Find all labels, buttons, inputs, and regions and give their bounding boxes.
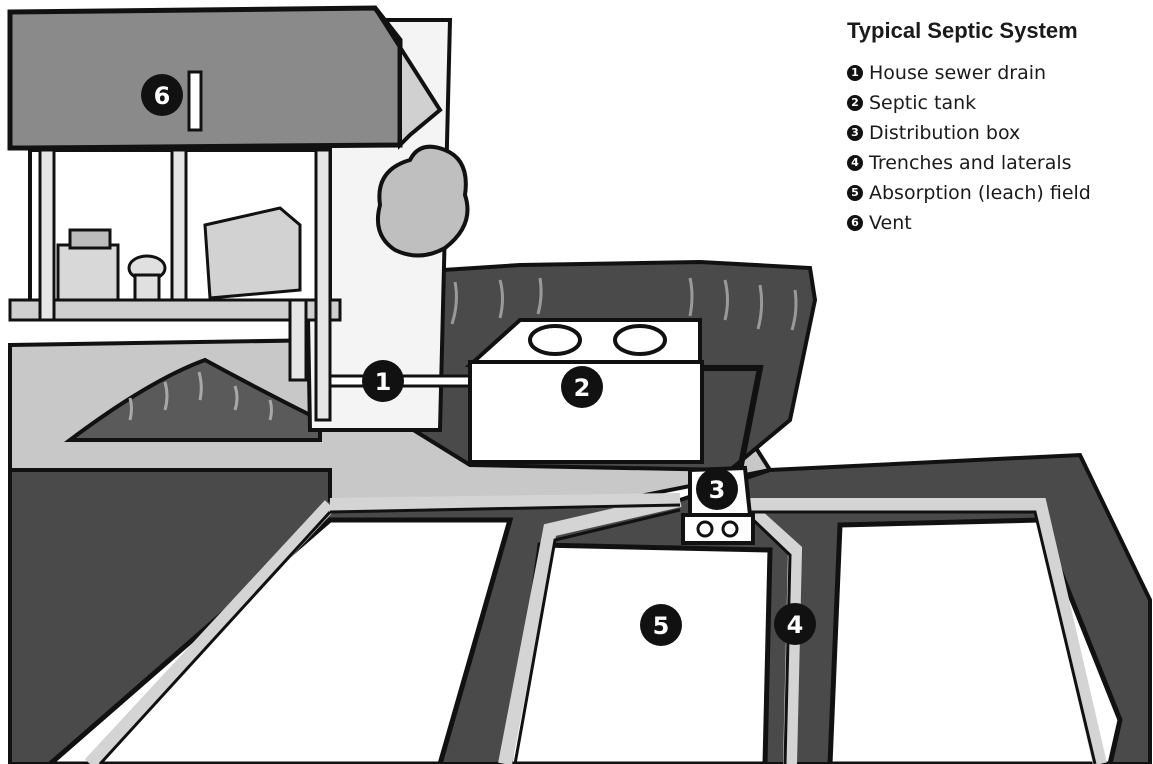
marker-5: 5 bbox=[640, 604, 682, 646]
legend-label-3: Distribution box bbox=[869, 122, 1021, 144]
marker-4: 4 bbox=[774, 603, 816, 645]
septic-tank bbox=[464, 318, 764, 471]
legend-num-3: 3 bbox=[847, 125, 863, 141]
dbox-port-left bbox=[696, 520, 714, 538]
washer-top bbox=[68, 228, 112, 250]
legend-num-1: 1 bbox=[847, 65, 863, 81]
house-roof bbox=[7, 5, 403, 151]
tank-outlet-pipe bbox=[702, 365, 764, 471]
legend: Typical Septic System 1 House sewer drai… bbox=[847, 18, 1091, 238]
toilet-base bbox=[133, 273, 161, 302]
legend-list: 1 House sewer drain 2 Septic tank 3 Dist… bbox=[847, 58, 1091, 238]
vent-pipe bbox=[187, 70, 203, 132]
tub bbox=[203, 206, 302, 300]
legend-title: Typical Septic System bbox=[847, 18, 1078, 43]
field-panel-right bbox=[827, 517, 1123, 764]
marker-3-label: 3 bbox=[709, 476, 726, 504]
roof-gable bbox=[373, 6, 443, 150]
legend-num-5: 5 bbox=[847, 185, 863, 201]
legend-label-5: Absorption (leach) field bbox=[869, 182, 1091, 204]
marker-1: 1 bbox=[362, 360, 404, 402]
dbox-front bbox=[681, 513, 755, 545]
washer bbox=[56, 243, 120, 302]
marker-3: 3 bbox=[696, 468, 738, 510]
legend-label-6: Vent bbox=[869, 212, 912, 234]
legend-item-trenches-laterals: 4 Trenches and laterals bbox=[847, 148, 1091, 178]
legend-item-absorption-field: 5 Absorption (leach) field bbox=[847, 178, 1091, 208]
marker-2: 2 bbox=[561, 366, 603, 408]
legend-label-2: Septic tank bbox=[869, 92, 977, 114]
house-post-right bbox=[314, 148, 332, 422]
lateral-pipes bbox=[98, 503, 1097, 764]
marker-6: 6 bbox=[141, 74, 183, 116]
gravel-trenches bbox=[84, 493, 1107, 764]
mound-texture bbox=[128, 371, 273, 421]
legend-item-distribution-box: 3 Distribution box bbox=[847, 118, 1091, 148]
marker-5-label: 5 bbox=[653, 612, 670, 640]
marker-1-label: 1 bbox=[375, 368, 392, 396]
house-post-mid bbox=[170, 148, 188, 302]
leach-field bbox=[8, 452, 1152, 764]
legend-item-vent: 6 Vent bbox=[847, 208, 1091, 238]
legend-num-4: 4 bbox=[847, 155, 863, 171]
house bbox=[7, 5, 453, 432]
legend-num-6: 6 bbox=[847, 215, 863, 231]
legend-item-house-sewer-drain: 1 House sewer drain bbox=[847, 58, 1091, 88]
legend-item-septic-tank: 2 Septic tank bbox=[847, 88, 1091, 118]
shrub bbox=[375, 144, 470, 258]
spoil-mound bbox=[63, 357, 322, 442]
marker-2-label: 2 bbox=[574, 374, 591, 402]
dbox-port-right bbox=[721, 520, 739, 538]
tank-lid-left bbox=[528, 324, 582, 356]
legend-label-1: House sewer drain bbox=[869, 62, 1047, 84]
legend-num-2: 2 bbox=[847, 95, 863, 111]
marker-4-label: 4 bbox=[787, 611, 804, 639]
marker-6-label: 6 bbox=[154, 82, 171, 110]
house-post-left bbox=[38, 148, 56, 322]
tank-lid-right bbox=[613, 324, 667, 356]
sewer-stack bbox=[288, 298, 308, 382]
legend-label-4: Trenches and laterals bbox=[869, 152, 1072, 174]
